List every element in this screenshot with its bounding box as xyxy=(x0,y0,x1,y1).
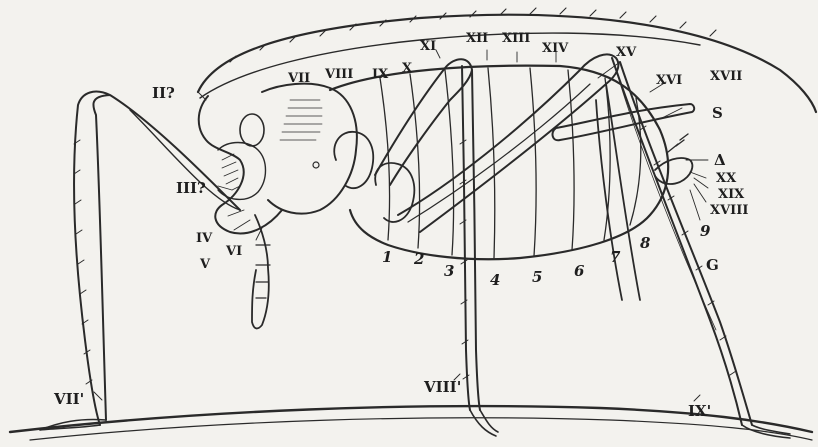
label-ii: II? xyxy=(152,84,175,102)
label-xviii: XVIII xyxy=(710,203,748,218)
label-vii: VII xyxy=(287,71,310,86)
label-xv: XV xyxy=(616,45,637,60)
label-vi: VI xyxy=(225,244,242,259)
segment-number-8: 8 xyxy=(640,234,651,252)
label-xiv: XIV xyxy=(542,41,569,56)
label-xvi: XVI xyxy=(656,73,682,88)
label-leg-viii: VIII' xyxy=(423,378,461,396)
label-s: S xyxy=(712,104,723,122)
label-xix: XIX xyxy=(718,187,745,202)
label-delta: Δ xyxy=(714,151,726,169)
label-leg-vii: VII' xyxy=(53,390,84,408)
label-xii: XII xyxy=(466,31,488,46)
segment-number-6: 6 xyxy=(574,262,585,280)
label-xvii: XVII xyxy=(710,69,742,84)
segment-number-2: 2 xyxy=(413,250,424,268)
segment-number-5: 5 xyxy=(532,268,542,286)
segment-number-7: 7 xyxy=(610,248,621,266)
label-viii: VIII xyxy=(324,67,353,82)
label-v: V xyxy=(199,257,211,272)
segment-number-9: 9 xyxy=(700,222,711,240)
segment-number-1: 1 xyxy=(382,248,392,266)
segment-number-3: 3 xyxy=(444,262,454,280)
label-ix: IX xyxy=(372,67,389,82)
label-xi: XI xyxy=(420,39,436,54)
label-leg-ix: IX' xyxy=(688,402,711,420)
label-x: X xyxy=(402,61,413,76)
segment-number-4: 4 xyxy=(490,271,500,289)
label-g: G xyxy=(706,256,719,274)
label-xiii: XIII xyxy=(502,31,530,46)
label-iv: IV xyxy=(196,231,213,246)
label-iii: III? xyxy=(176,179,206,197)
label-xx: XX xyxy=(716,171,737,186)
